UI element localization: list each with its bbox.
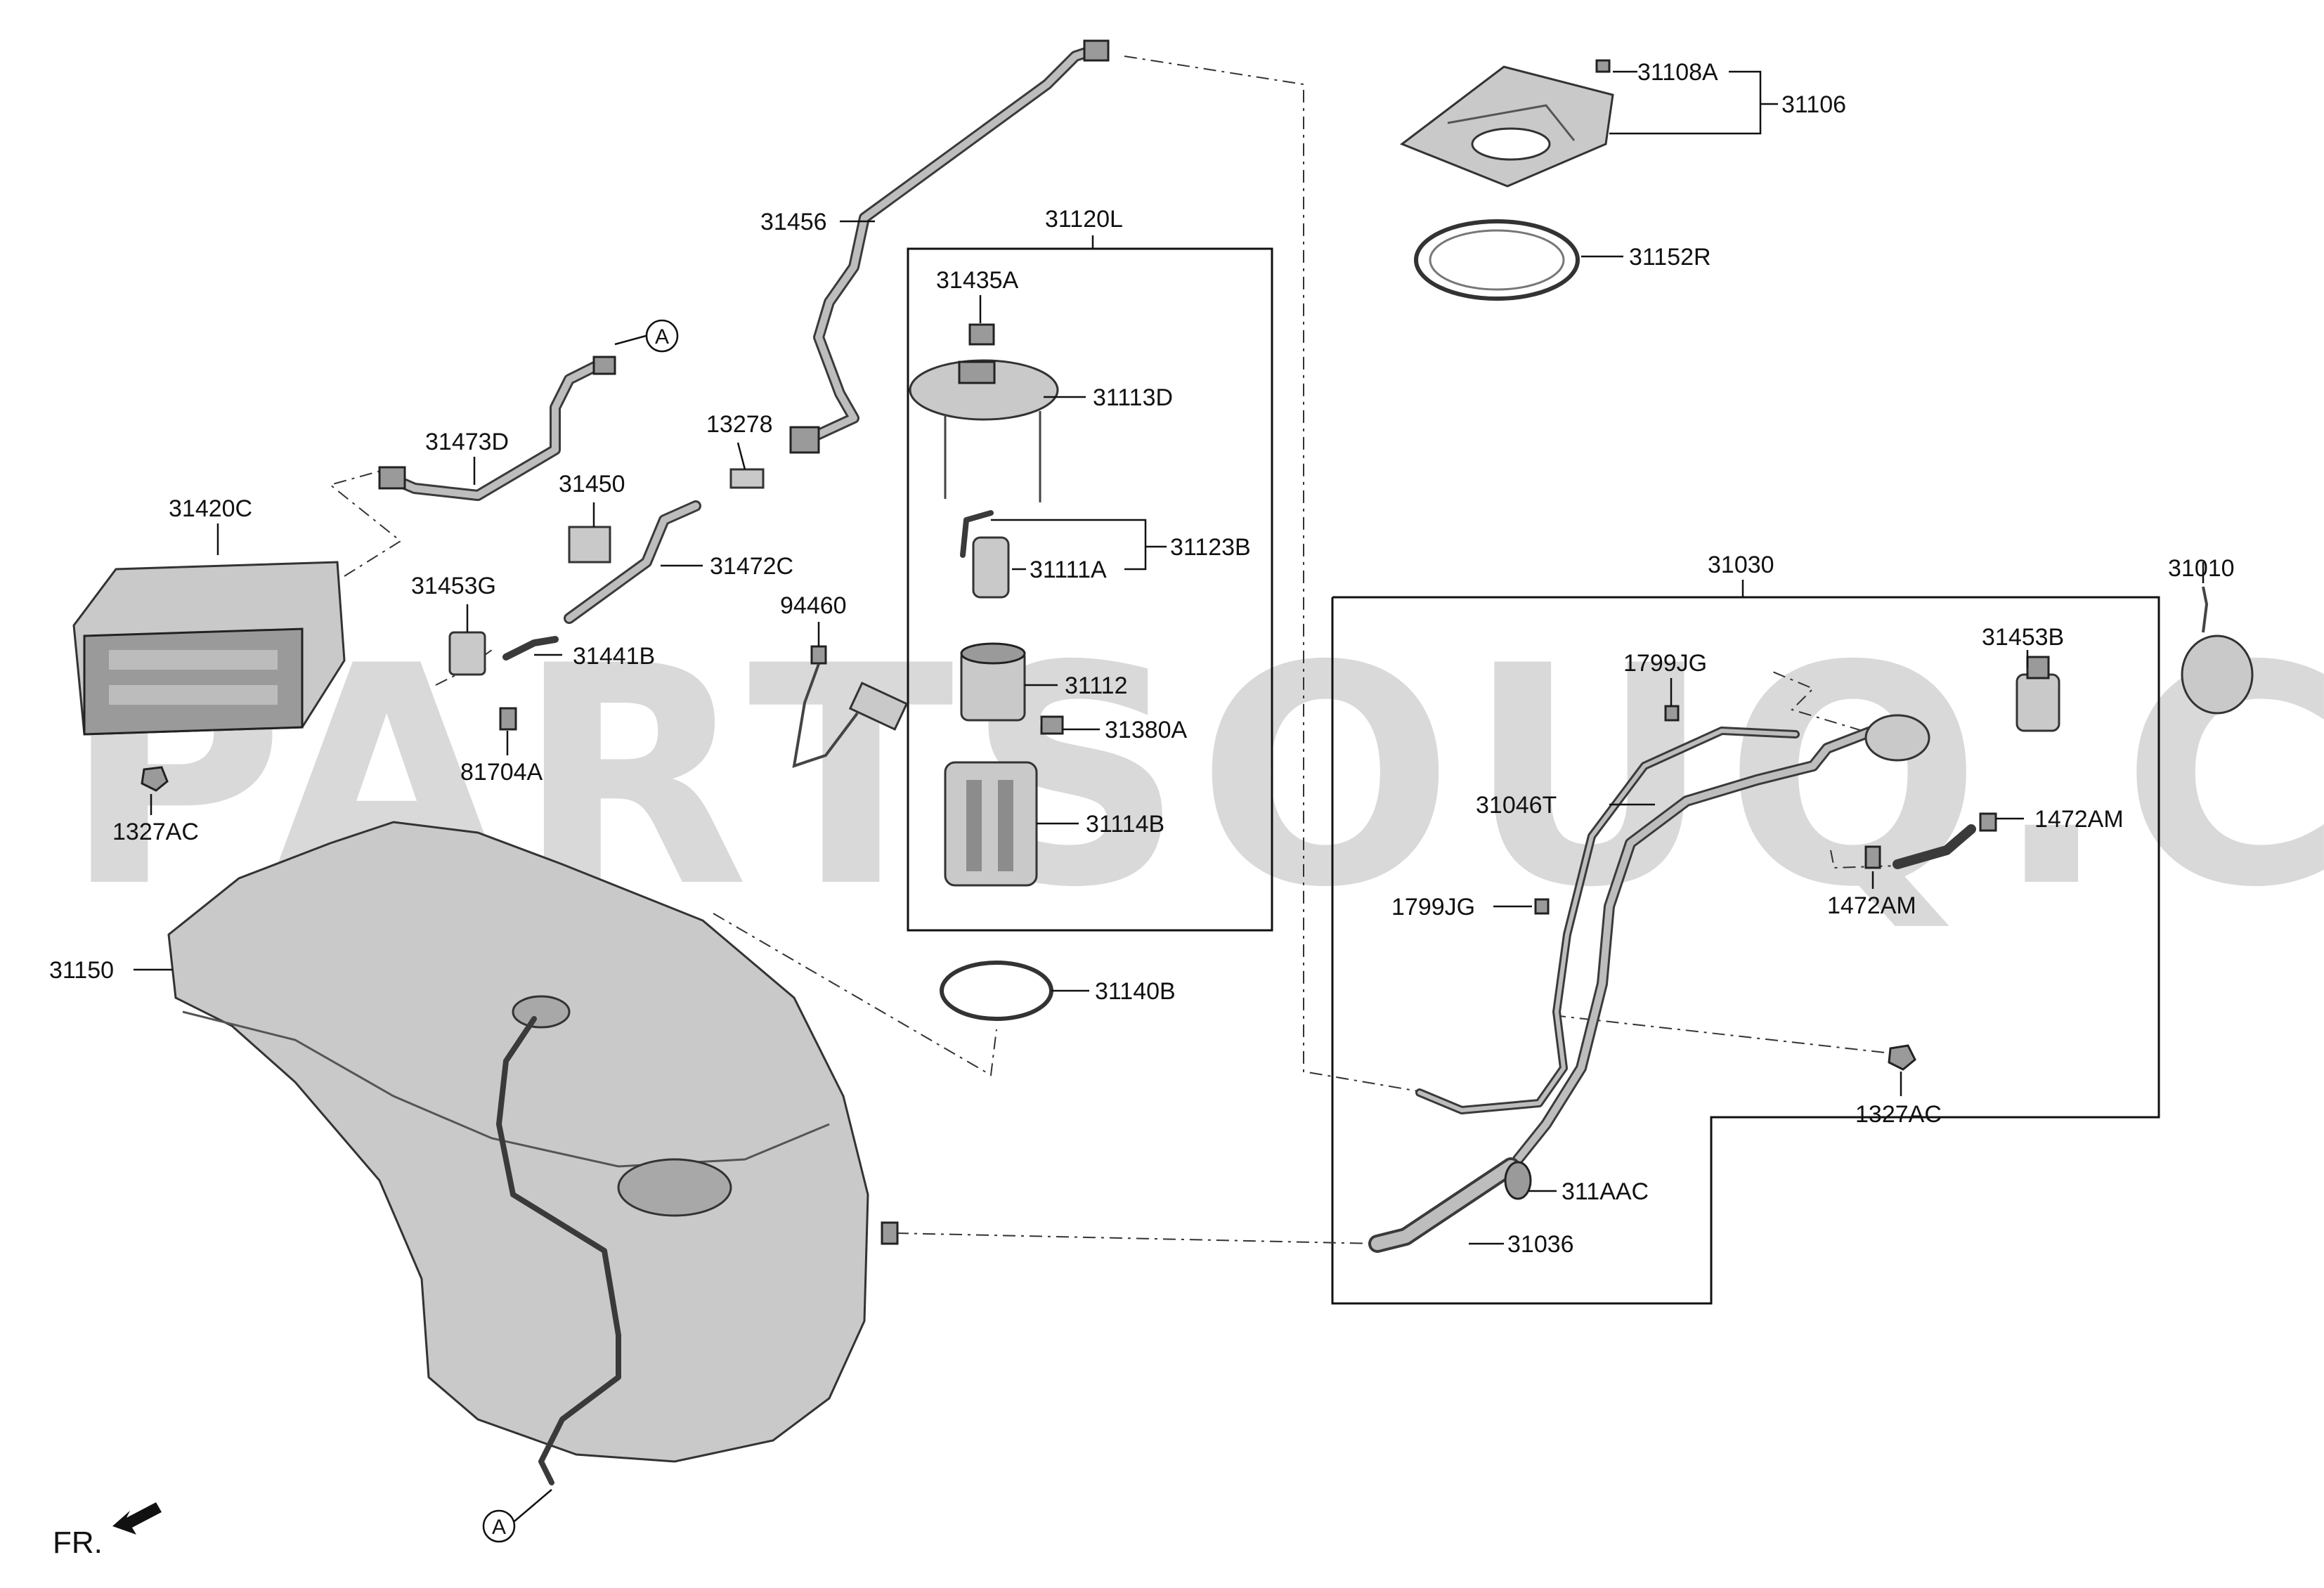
- hose-31472C: [564, 500, 701, 624]
- fuel-cap-31010: [2181, 586, 2254, 715]
- label-1472AM-mid: 1472AM: [1827, 892, 1916, 919]
- fuel-pump-31111A: [960, 510, 1010, 599]
- nut-1327AC-right: [1888, 1044, 1916, 1071]
- filter-31112: [960, 642, 1026, 722]
- connector-31435A: [968, 323, 995, 346]
- label-1327AC-left: 1327AC: [112, 819, 199, 845]
- hose-1472AM: [1864, 812, 1997, 869]
- label-81704A: 81704A: [460, 759, 543, 786]
- callout-a-top: A: [645, 319, 679, 353]
- connector-dash-31453g: [435, 649, 493, 686]
- sensor-31380A: [1040, 715, 1064, 735]
- vapor-hose-31473D: [378, 356, 616, 501]
- fuel-sender-94460: [792, 645, 909, 768]
- clip-1799JG-top: [1664, 705, 1680, 722]
- leader-lines: [134, 70, 2205, 1245]
- fitting-31441B: [502, 636, 559, 660]
- label-31113D: 31113D: [1093, 384, 1173, 411]
- label-13278: 13278: [706, 411, 773, 438]
- label-31450: 31450: [559, 471, 625, 497]
- label-94460: 94460: [780, 592, 847, 619]
- label-31036: 31036: [1507, 1231, 1574, 1258]
- breather-tube-31046T: [1415, 727, 1800, 1114]
- label-31473D: 31473D: [425, 429, 509, 455]
- label-31453G: 31453G: [411, 573, 496, 599]
- label-31380A: 31380A: [1105, 717, 1188, 743]
- label-1799JG-mid: 1799JG: [1391, 894, 1475, 920]
- connector-dash-31456: [1124, 56, 1427, 1093]
- label-31111A: 31111A: [1030, 557, 1107, 583]
- label-31456: 31456: [760, 209, 827, 235]
- label-311AAC: 311AAC: [1562, 1178, 1649, 1205]
- label-31010: 31010: [2168, 555, 2235, 582]
- o-ring-31140B: [940, 961, 1053, 1021]
- label-31152R: 31152R: [1629, 244, 1711, 271]
- connector-dash-canister: [328, 467, 402, 577]
- reservoir-31114B: [944, 761, 1038, 887]
- filler-pipe-31030: [1512, 714, 1930, 1165]
- label-31140B: 31140B: [1095, 978, 1176, 1005]
- label-31123B: 31123B: [1170, 534, 1251, 561]
- connector-dash-tank-ring: [713, 913, 997, 1076]
- label-31106: 31106: [1781, 91, 1846, 118]
- label-31453B: 31453B: [1982, 624, 2064, 651]
- clamp-311AAC: [1504, 1161, 1532, 1200]
- label-1327AC-right: 1327AC: [1855, 1101, 1942, 1128]
- connector-dash-filler-neck: [895, 1232, 1378, 1244]
- label-1799JG-top: 1799JG: [1623, 650, 1707, 677]
- fuel-pump-cover-plate: [1399, 65, 1614, 188]
- lock-ring-31152R: [1414, 219, 1580, 301]
- filler-assembly-box: [1331, 596, 2160, 1305]
- label-31112: 31112: [1065, 672, 1128, 699]
- label-31435A: 31435A: [936, 267, 1019, 294]
- callout-a-bottom: A: [482, 1489, 552, 1543]
- label-31120L: 31120L: [1045, 206, 1123, 233]
- connector-dash-1327ac: [1552, 1015, 1898, 1055]
- label-31150: 31150: [49, 957, 114, 984]
- label-1472AM-right: 1472AM: [2034, 806, 2124, 833]
- pump-assembly-box: [907, 247, 1273, 932]
- valve-31453B: [2015, 656, 2060, 732]
- front-label: FR.: [53, 1525, 103, 1560]
- label-31046T: 31046T: [1476, 792, 1557, 819]
- front-arrow-icon: [112, 1502, 162, 1535]
- label-31030: 31030: [1708, 552, 1774, 578]
- bolt-31108A: [1595, 59, 1611, 73]
- hose-31036: [1368, 1157, 1520, 1253]
- label-31441B: 31441B: [573, 643, 655, 670]
- pump-flange-31113D: [909, 359, 1059, 502]
- label-31108A: 31108A: [1637, 59, 1718, 86]
- nut-1327AC-left: [141, 766, 169, 792]
- label-31114B: 31114B: [1086, 811, 1164, 838]
- canister-31420C: [72, 561, 346, 736]
- clip-31450: [568, 526, 611, 564]
- clip-1799JG-mid: [1534, 898, 1550, 915]
- connector-13278: [729, 468, 765, 489]
- fuel-tank-31150: [167, 821, 899, 1485]
- connector-dash-31453b: [1770, 670, 1863, 731]
- svg-text:A: A: [655, 325, 669, 349]
- vapor-pipe-31456: [789, 39, 1110, 454]
- label-31472C: 31472C: [710, 553, 793, 580]
- valve-31453G: [448, 631, 486, 676]
- label-31420C: 31420C: [169, 495, 252, 522]
- bolt-81704A: [499, 707, 517, 731]
- svg-text:A: A: [492, 1516, 506, 1539]
